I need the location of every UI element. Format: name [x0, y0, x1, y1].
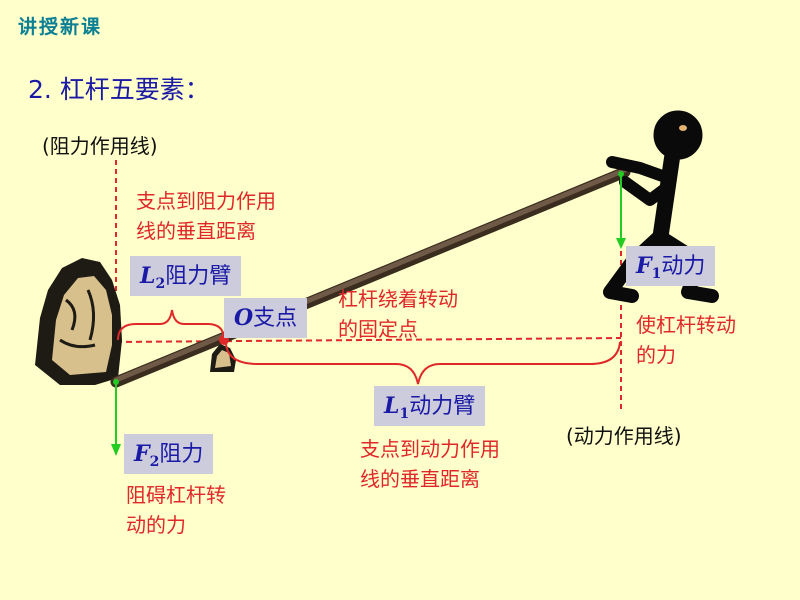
fulcrum-stone-icon	[210, 344, 236, 372]
f1-subscript: 1	[651, 266, 662, 282]
resistance-action-line-label: (阻力作用线)	[42, 134, 158, 158]
l2-brace	[117, 309, 225, 341]
header-title: 讲授新课	[18, 16, 103, 38]
l2-name: 阻力臂	[165, 264, 232, 289]
l2-description-line2: 线的垂直距离	[136, 219, 256, 243]
fulcrum-label: O支点	[224, 298, 308, 338]
resistance-force-arrow	[111, 382, 121, 456]
rock-icon	[35, 258, 122, 385]
fulcrum-description-line1: 杠杆绕着转动	[338, 287, 458, 311]
l1-label: L1动力臂	[374, 386, 486, 426]
f2-description-line2: 动的力	[126, 513, 186, 537]
fulcrum-name: 支点	[253, 306, 298, 331]
l1-subscript: 1	[399, 406, 410, 422]
l2-subscript: 2	[155, 276, 166, 292]
f1-symbol: F	[636, 253, 652, 279]
f1-label: F1动力	[626, 246, 716, 286]
l1-name: 动力臂	[409, 394, 476, 419]
l1-symbol: L	[384, 393, 400, 419]
l2-symbol: L	[140, 263, 156, 289]
section-title: 2. 杠杆五要素：	[28, 75, 210, 104]
l1-brace	[225, 341, 621, 385]
l1-description-line1: 支点到动力作用	[360, 437, 500, 461]
f2-description-line1: 阻碍杠杆转	[126, 483, 226, 507]
effort-action-line-label: (动力作用线)	[566, 424, 682, 448]
l2-description-line1: 支点到阻力作用	[136, 189, 276, 213]
effort-force-arrow	[616, 176, 626, 249]
f2-subscript: 2	[149, 454, 160, 470]
fulcrum-description-line2: 的固定点	[338, 317, 418, 341]
fulcrum-symbol: O	[234, 305, 254, 331]
f1-name: 动力	[661, 254, 706, 279]
f2-label: F2阻力	[124, 434, 214, 474]
f1-description-line2: 的力	[636, 343, 676, 367]
l2-label: L2阻力臂	[130, 256, 242, 296]
f2-symbol: F	[134, 441, 150, 467]
l1-description-line2: 线的垂直距离	[360, 467, 480, 491]
f2-name: 阻力	[159, 442, 204, 467]
f1-description-line1: 使杠杆转动	[636, 313, 736, 337]
